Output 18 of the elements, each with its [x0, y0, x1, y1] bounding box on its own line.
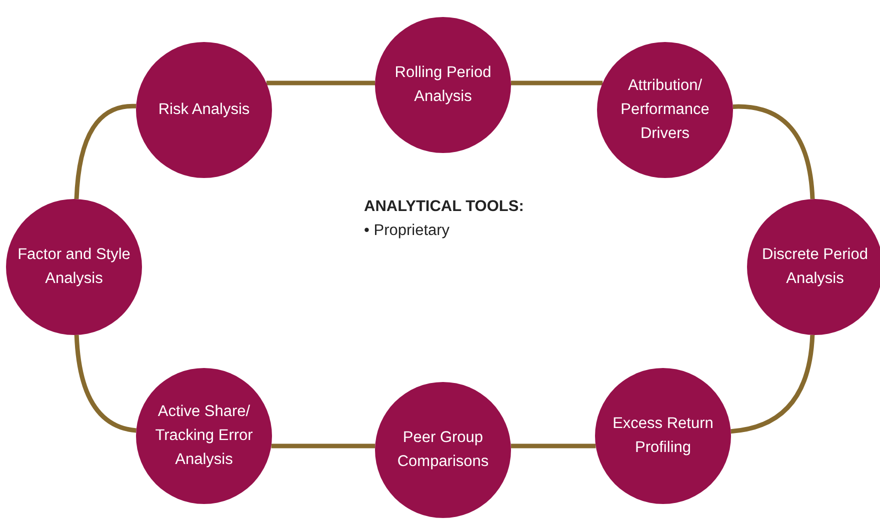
topic-label: Discrete Period Analysis: [761, 244, 869, 289]
list-heading: ANALYTICAL TOOLS:: [364, 198, 524, 216]
connector-line: [271, 444, 376, 448]
topic-label: Risk Analysis: [157, 100, 251, 120]
topic-label: Attribution/ Performance Drivers: [620, 76, 710, 144]
connector-line: [266, 80, 376, 86]
list-item: • Proprietary: [364, 222, 450, 240]
connector-line: [74, 334, 137, 433]
topic-label: Peer Group Comparisons: [396, 428, 490, 472]
topic-label: Factor and Style Analysis: [16, 244, 132, 289]
connector-line: [510, 80, 603, 86]
connector-line: [732, 104, 815, 200]
connector-line: [74, 104, 136, 200]
connector-line: [730, 334, 815, 434]
topic-label: Active Share/ Tracking Error Analysis: [154, 402, 254, 470]
connector-line: [510, 444, 596, 448]
topic-label: Excess Return Profiling: [612, 414, 714, 458]
topic-label: Rolling Period Analysis: [394, 62, 492, 107]
